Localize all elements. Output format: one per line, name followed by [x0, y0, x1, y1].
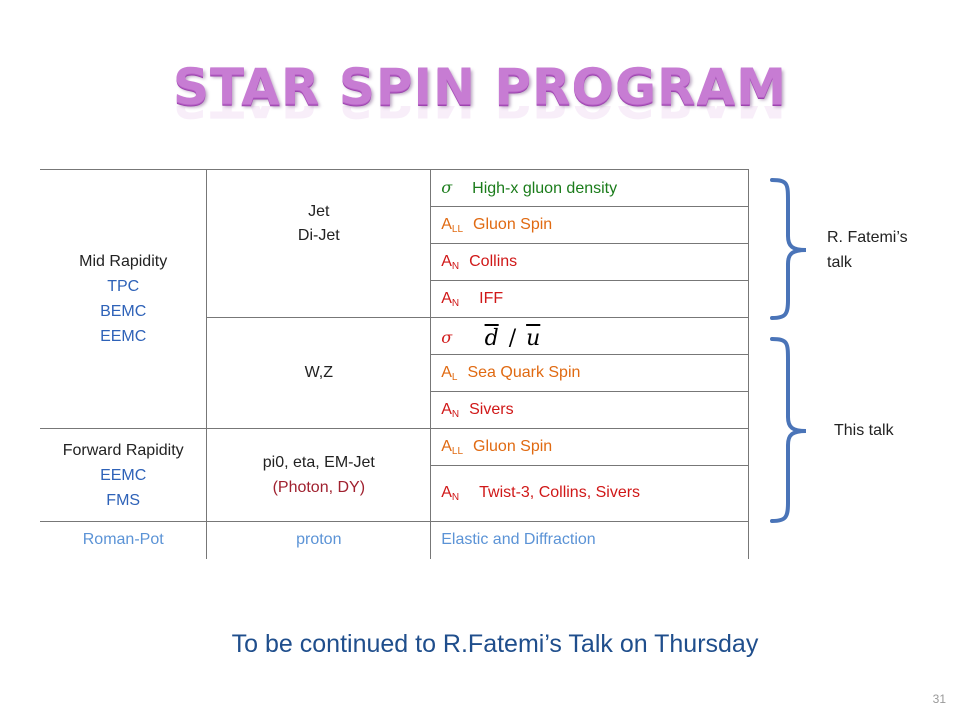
detector-fms: FMS — [106, 491, 141, 509]
ratio-expression: d/u — [484, 325, 541, 351]
continuation-note: To be continued to R.Fatemi’s Talk on Th… — [231, 630, 759, 658]
detector-bemc: BEMC — [100, 303, 147, 320]
pi0-cell: pi0, eta, EM-Jet (Photon, DY) — [206, 428, 432, 522]
fatemi-talk-label: R. Fatemi’s talk — [827, 229, 908, 271]
obs-row-5: σ d/u — [430, 317, 749, 355]
mid-rapidity-label: Mid Rapidity — [79, 253, 168, 270]
roman-pot-cell: Roman-Pot — [40, 521, 208, 559]
slide-title: STAR SPIN PROGRAM — [173, 58, 787, 116]
pi0-label: pi0, eta, EM-Jet — [262, 454, 375, 471]
detector-eemc-fwd: EEMC — [100, 466, 147, 484]
jet-label: Jet — [308, 202, 330, 220]
this-talk-label: This talk — [834, 422, 894, 439]
photon-dy-label: (Photon, DY) — [272, 479, 366, 496]
detector-eemc: EEMC — [100, 328, 147, 345]
page-number: 31 — [932, 692, 946, 706]
wz-cell: W,Z — [206, 317, 432, 429]
jet-cell: Jet Di-Jet — [206, 169, 432, 318]
slide-title-reflection: STAR SPIN PROGRAM — [0, 106, 960, 128]
proton-cell: proton — [206, 521, 432, 559]
forward-rapidity-cell: Forward Rapidity EEMC FMS — [40, 428, 208, 522]
this-talk-bracket — [770, 337, 807, 523]
mid-rapidity-cell: Mid Rapidity TPC BEMC EEMC — [40, 169, 208, 429]
forward-rapidity-label: Forward Rapidity — [62, 441, 184, 459]
elastic-diffraction-cell: Elastic and Diffraction — [430, 521, 749, 559]
dijet-label: Di-Jet — [297, 226, 340, 244]
fatemi-bracket — [770, 178, 807, 320]
wz-label: W,Z — [304, 364, 334, 381]
detector-tpc: TPC — [107, 278, 140, 295]
